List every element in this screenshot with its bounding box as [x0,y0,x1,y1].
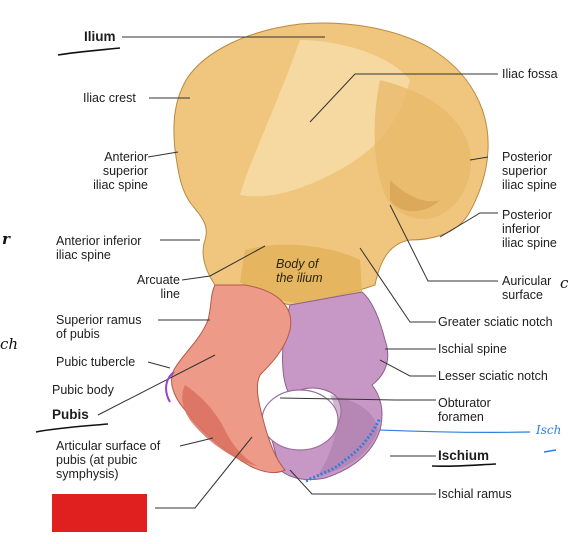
annotation-left-r: r [2,230,10,248]
ischial-tuberosity-shade [318,395,378,476]
label-body-ilium: Body of the ilium [276,257,323,285]
leader-lines [97,36,498,509]
label-ischial-ramus: Ischial ramus [438,487,512,501]
label-obturator-foramen: Obturator foramen [438,396,491,424]
label-ischium: Ischium [438,448,490,463]
label-pubis: Pubis [52,407,89,422]
label-iliac-crest: Iliac crest [83,91,136,105]
label-auricular-surface: Auricular surface [502,274,552,302]
label-ischial-spine: Ischial spine [438,342,507,356]
articular-surface-shade [182,385,258,466]
pen-blue-ischium-hatch [305,417,382,483]
pen-blue-dash [543,449,557,453]
redaction-box [52,494,147,532]
auricular-surface-detail [390,180,440,212]
pen-underline-pubis [35,423,109,433]
label-aiis: Anterior inferior iliac spine [56,234,142,262]
annotation-right-c: c [560,274,569,292]
label-greater-sciatic-notch: Greater sciatic notch [438,315,553,329]
iliac-fossa-shade [240,40,410,197]
label-arcuate-line: Arcuate line [136,273,180,301]
auricular-surface-shade [374,80,471,219]
label-pubic-body: Pubic body [52,383,114,397]
label-iliac-fossa: Iliac fossa [502,67,558,81]
pen-underline-ilium [57,47,121,56]
annotation-right-isch: Isch [536,423,562,437]
label-asis: Anterior superior iliac spine [93,150,148,192]
label-psis: Posterior superior iliac spine [502,150,557,192]
pen-blue-pointer-line [379,429,531,433]
label-articular-surface: Articular surface of pubis (at pubic sym… [56,439,161,481]
label-superior-ramus: Superior ramus of pubis [56,313,142,341]
label-piis: Posterior inferior iliac spine [502,208,557,250]
label-lesser-sciatic-notch: Lesser sciatic notch [438,369,548,383]
pen-purple-tubercle [165,371,175,403]
label-pubic-tubercle: Pubic tubercle [56,355,136,369]
pen-underline-ischium [431,463,497,468]
annotation-left-ch: ch [0,335,19,353]
body-ilium-shade [240,244,362,304]
label-ilium: Ilium [84,29,116,44]
